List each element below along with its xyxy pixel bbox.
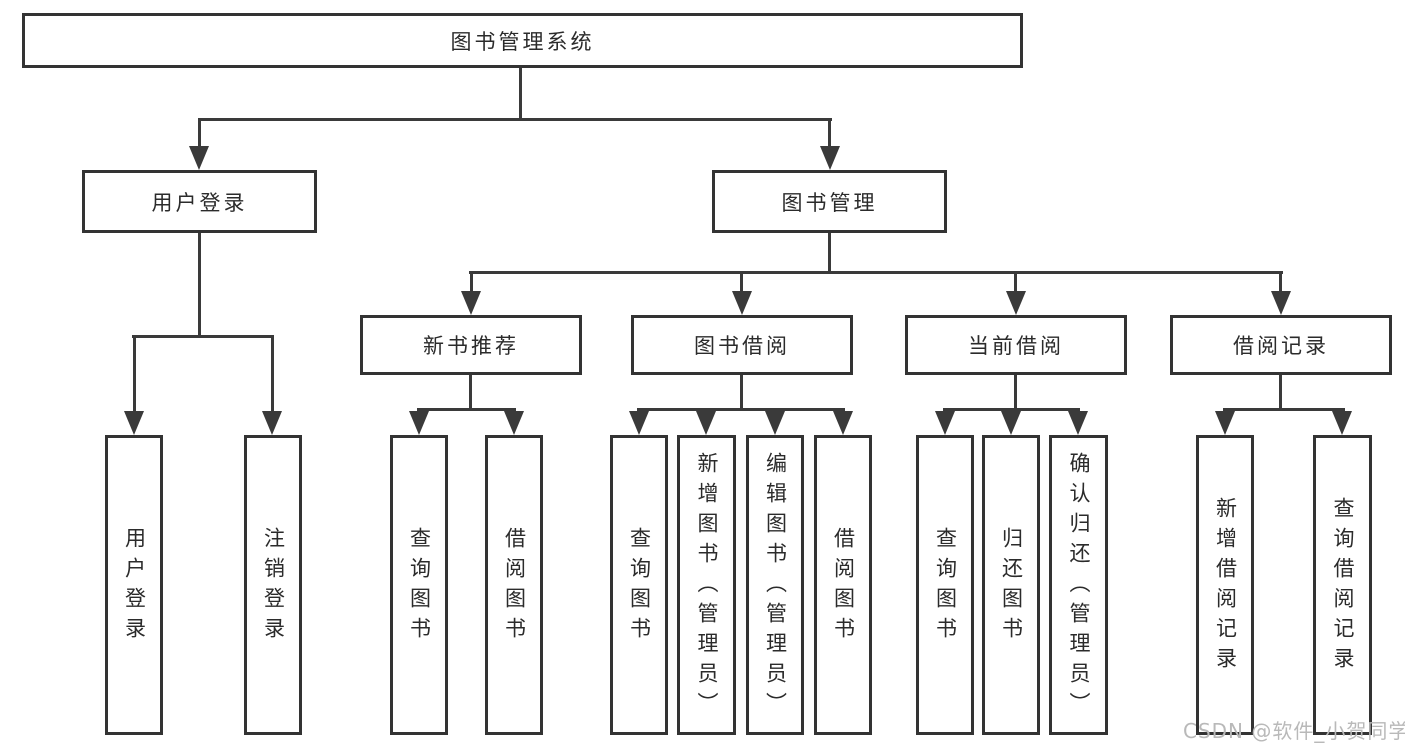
arrowhead-m4-leaf-1 [1215, 411, 1235, 435]
connector-mgmt-drop-4 [1279, 274, 1282, 292]
leaf-user-login: 用户登录 [105, 435, 163, 735]
arrowhead-borrow-record [1271, 291, 1291, 315]
leaf-borrow-book: 借阅图书 [814, 435, 872, 735]
connector-m1-stem [469, 375, 472, 411]
leaf-query-borrow-record: 查询借阅记录 [1313, 435, 1372, 735]
arrowhead-current-borrow [1006, 291, 1026, 315]
arrowhead-m3-leaf-3 [1068, 411, 1088, 435]
arrowhead-book-borrow [732, 291, 752, 315]
arrowhead-leaf-logout [262, 411, 282, 435]
arrowhead-m3-leaf-2 [1001, 411, 1021, 435]
arrowhead-user-login [189, 146, 209, 170]
connector-mgmt-drop-1 [470, 274, 473, 292]
node-borrow-record: 借阅记录 [1170, 315, 1392, 375]
node-root: 图书管理系统 [22, 13, 1023, 68]
connector-m4-hbar [1223, 408, 1345, 411]
leaf-logout: 注销登录 [244, 435, 302, 735]
connector-m4-stem [1279, 375, 1282, 411]
node-user-login-branch: 用户登录 [82, 170, 317, 233]
connector-root-drop-left [198, 121, 201, 149]
connector-user-drop-2 [271, 338, 274, 412]
csdn-watermark: CSDN @软件_小贺同学 [1183, 719, 1405, 743]
connector-m2-stem [740, 375, 743, 411]
arrowhead-m1-leaf-1 [409, 411, 429, 435]
node-book-management: 图书管理 [712, 170, 947, 233]
connector-user-drop-1 [133, 338, 136, 412]
arrowhead-m1-leaf-2 [504, 411, 524, 435]
leaf-recommend-borrow-book: 借阅图书 [485, 435, 543, 735]
node-book-borrow: 图书借阅 [631, 315, 853, 375]
arrowhead-leaf-user-login [124, 411, 144, 435]
connector-user-hbar [132, 335, 274, 338]
connector-mgmt-stem [828, 233, 831, 274]
connector-user-stem [198, 233, 201, 338]
arrowhead-m2-leaf-3 [765, 411, 785, 435]
arrowhead-m3-leaf-1 [935, 411, 955, 435]
connector-m3-hbar [943, 408, 1080, 411]
node-current-borrow: 当前借阅 [905, 315, 1127, 375]
connector-mgmt-drop-2 [740, 274, 743, 292]
leaf-confirm-return-admin: 确认归还（管理员） [1049, 435, 1108, 735]
connector-mgmt-drop-3 [1014, 274, 1017, 292]
leaf-add-borrow-record: 新增借阅记录 [1196, 435, 1254, 735]
leaf-edit-book-admin: 编辑图书（管理员） [746, 435, 804, 735]
leaf-recommend-query-book: 查询图书 [390, 435, 448, 735]
node-new-book-recommend: 新书推荐 [360, 315, 582, 375]
connector-root-drop-right [828, 121, 831, 149]
connector-root-hbar [198, 118, 832, 121]
arrowhead-m2-leaf-4 [833, 411, 853, 435]
connector-m1-hbar [417, 408, 516, 411]
connector-mgmt-hbar [469, 271, 1283, 274]
leaf-borrow-query-book: 查询图书 [610, 435, 668, 735]
leaf-return-book: 归还图书 [982, 435, 1040, 735]
connector-m2-hbar [637, 408, 845, 411]
arrowhead-book-management [820, 146, 840, 170]
arrowhead-m2-leaf-2 [696, 411, 716, 435]
leaf-current-query-book: 查询图书 [916, 435, 974, 735]
arrowhead-m2-leaf-1 [629, 411, 649, 435]
connector-m3-stem [1014, 375, 1017, 411]
arrowhead-new-book-recommend [461, 291, 481, 315]
leaf-add-book-admin: 新增图书（管理员） [677, 435, 736, 735]
connector-root-stem [519, 68, 522, 121]
arrowhead-m4-leaf-2 [1332, 411, 1352, 435]
